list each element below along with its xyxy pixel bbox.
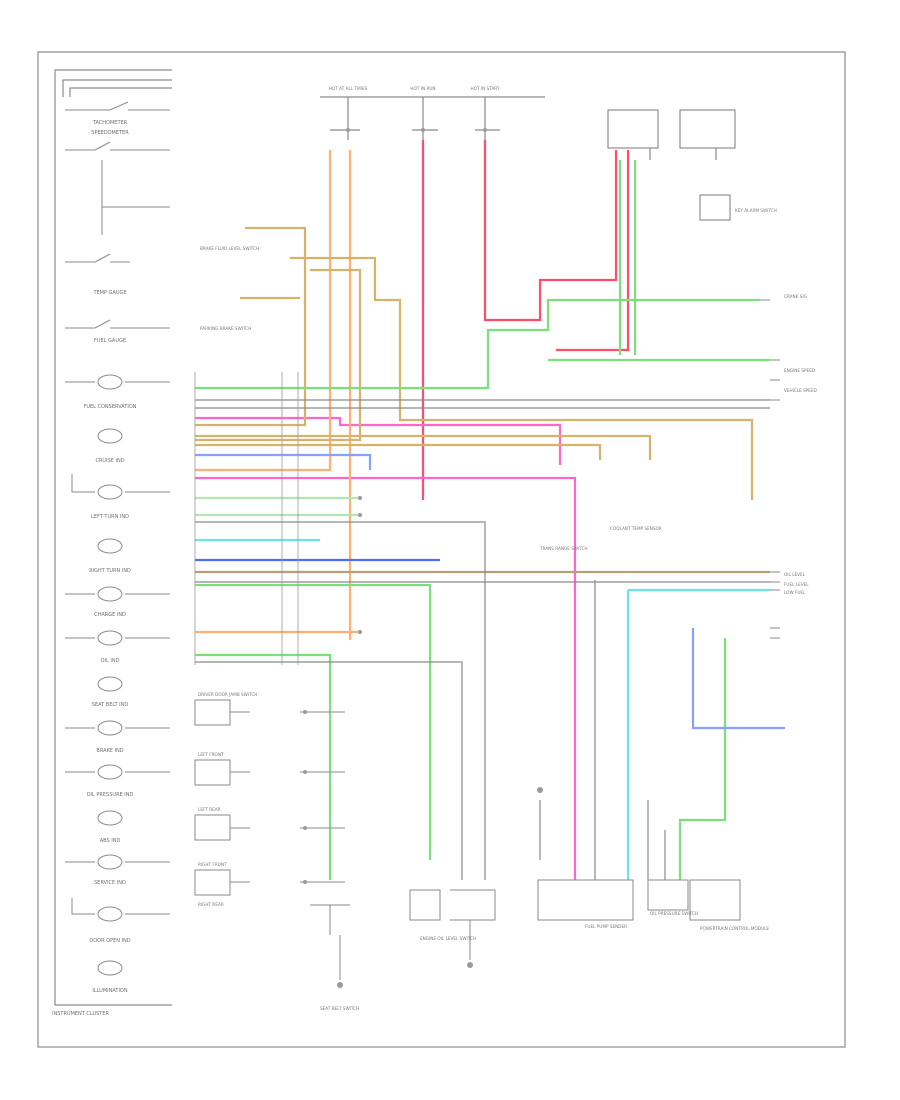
door-switch-label: RIGHT FRONT [198, 862, 227, 867]
wires [195, 140, 785, 880]
output-label: VEHICLE SPEED [784, 388, 817, 393]
instrument-cluster: INSTRUMENT CLUSTER [52, 69, 172, 1017]
cluster-item-label: FUEL CONSERVATION [83, 404, 136, 410]
cluster-item-label: OIL IND [101, 658, 120, 664]
cluster-item-label: SPEEDOMETER [91, 130, 129, 136]
bottom-components [310, 879, 741, 980]
door-switch-label: DRIVER DOOR JAMB SWITCH [198, 692, 257, 697]
cluster-item-label: ILLUMINATION [92, 988, 127, 994]
output-label: LOW FUEL [784, 590, 806, 595]
instrument-cluster-label: INSTRUMENT CLUSTER [52, 1011, 110, 1017]
output-label: CRANK SIG [784, 294, 807, 299]
component-label: TRANS RANGE SWITCH [539, 546, 588, 551]
output-label: OIL LEVEL [784, 572, 806, 577]
component-label: COOLANT TEMP SENSOR [610, 526, 662, 531]
cluster-item-label: LEFT TURN IND [91, 514, 129, 520]
door-switch-label: RIGHT REAR [198, 902, 224, 907]
cluster-item-label: RIGHT TURN IND [89, 568, 131, 574]
component-label: PARKING BRAKE SWITCH [200, 326, 251, 331]
fuse-label: HOT IN RUN [410, 86, 435, 91]
door-switch-group [194, 699, 345, 896]
cluster-item-label: DOOR OPEN IND [89, 938, 130, 944]
fuse-label: HOT AT ALL TIMES [329, 86, 368, 91]
door-switch-label: LEFT REAR [198, 807, 221, 812]
connector-c1 [194, 372, 299, 665]
component-label: FUEL PUMP SENDER [585, 924, 627, 929]
fuse-label: HOT IN START [471, 86, 500, 91]
cluster-item-label: OIL PRESSURE IND [87, 792, 134, 798]
cluster-item-label: BRAKE IND [96, 748, 123, 754]
top-modules [607, 109, 736, 221]
component-label: BRAKE FLUID LEVEL SWITCH [200, 246, 259, 251]
component-label: OIL PRESSURE SWITCH [650, 911, 698, 916]
component-label: ENGINE OIL LEVEL SWITCH [420, 936, 476, 941]
component-label: SEAT BELT SWITCH [320, 1006, 359, 1011]
fuse-block [320, 96, 545, 140]
output-label: FUEL LEVEL [784, 582, 809, 587]
diagram-frame [37, 51, 846, 1048]
output-label: ENGINE SPEED [784, 368, 815, 373]
cluster-item-label: ABS IND [100, 838, 121, 844]
cluster-item-label: FUEL GAUGE [94, 338, 126, 344]
ground-marks [303, 128, 543, 988]
cluster-item-label: TEMP GAUGE [92, 290, 126, 296]
cluster-bulbs [65, 374, 170, 976]
right-output-arrows [760, 299, 780, 639]
cluster-item-label: TACHOMETER [92, 120, 128, 126]
cluster-item-label: CHARGE IND [94, 612, 126, 618]
cluster-item-label: CRUISE IND [95, 458, 124, 464]
door-switch-label: LEFT FRONT [198, 752, 224, 757]
component-label: POWERTRAIN CONTROL MODULE [700, 926, 769, 931]
cluster-gauges [65, 101, 170, 329]
cluster-item-label: SEAT BELT IND [92, 702, 129, 708]
component-label: KEY ALARM SWITCH [735, 208, 777, 213]
cluster-item-label: SERVICE IND [94, 880, 126, 886]
